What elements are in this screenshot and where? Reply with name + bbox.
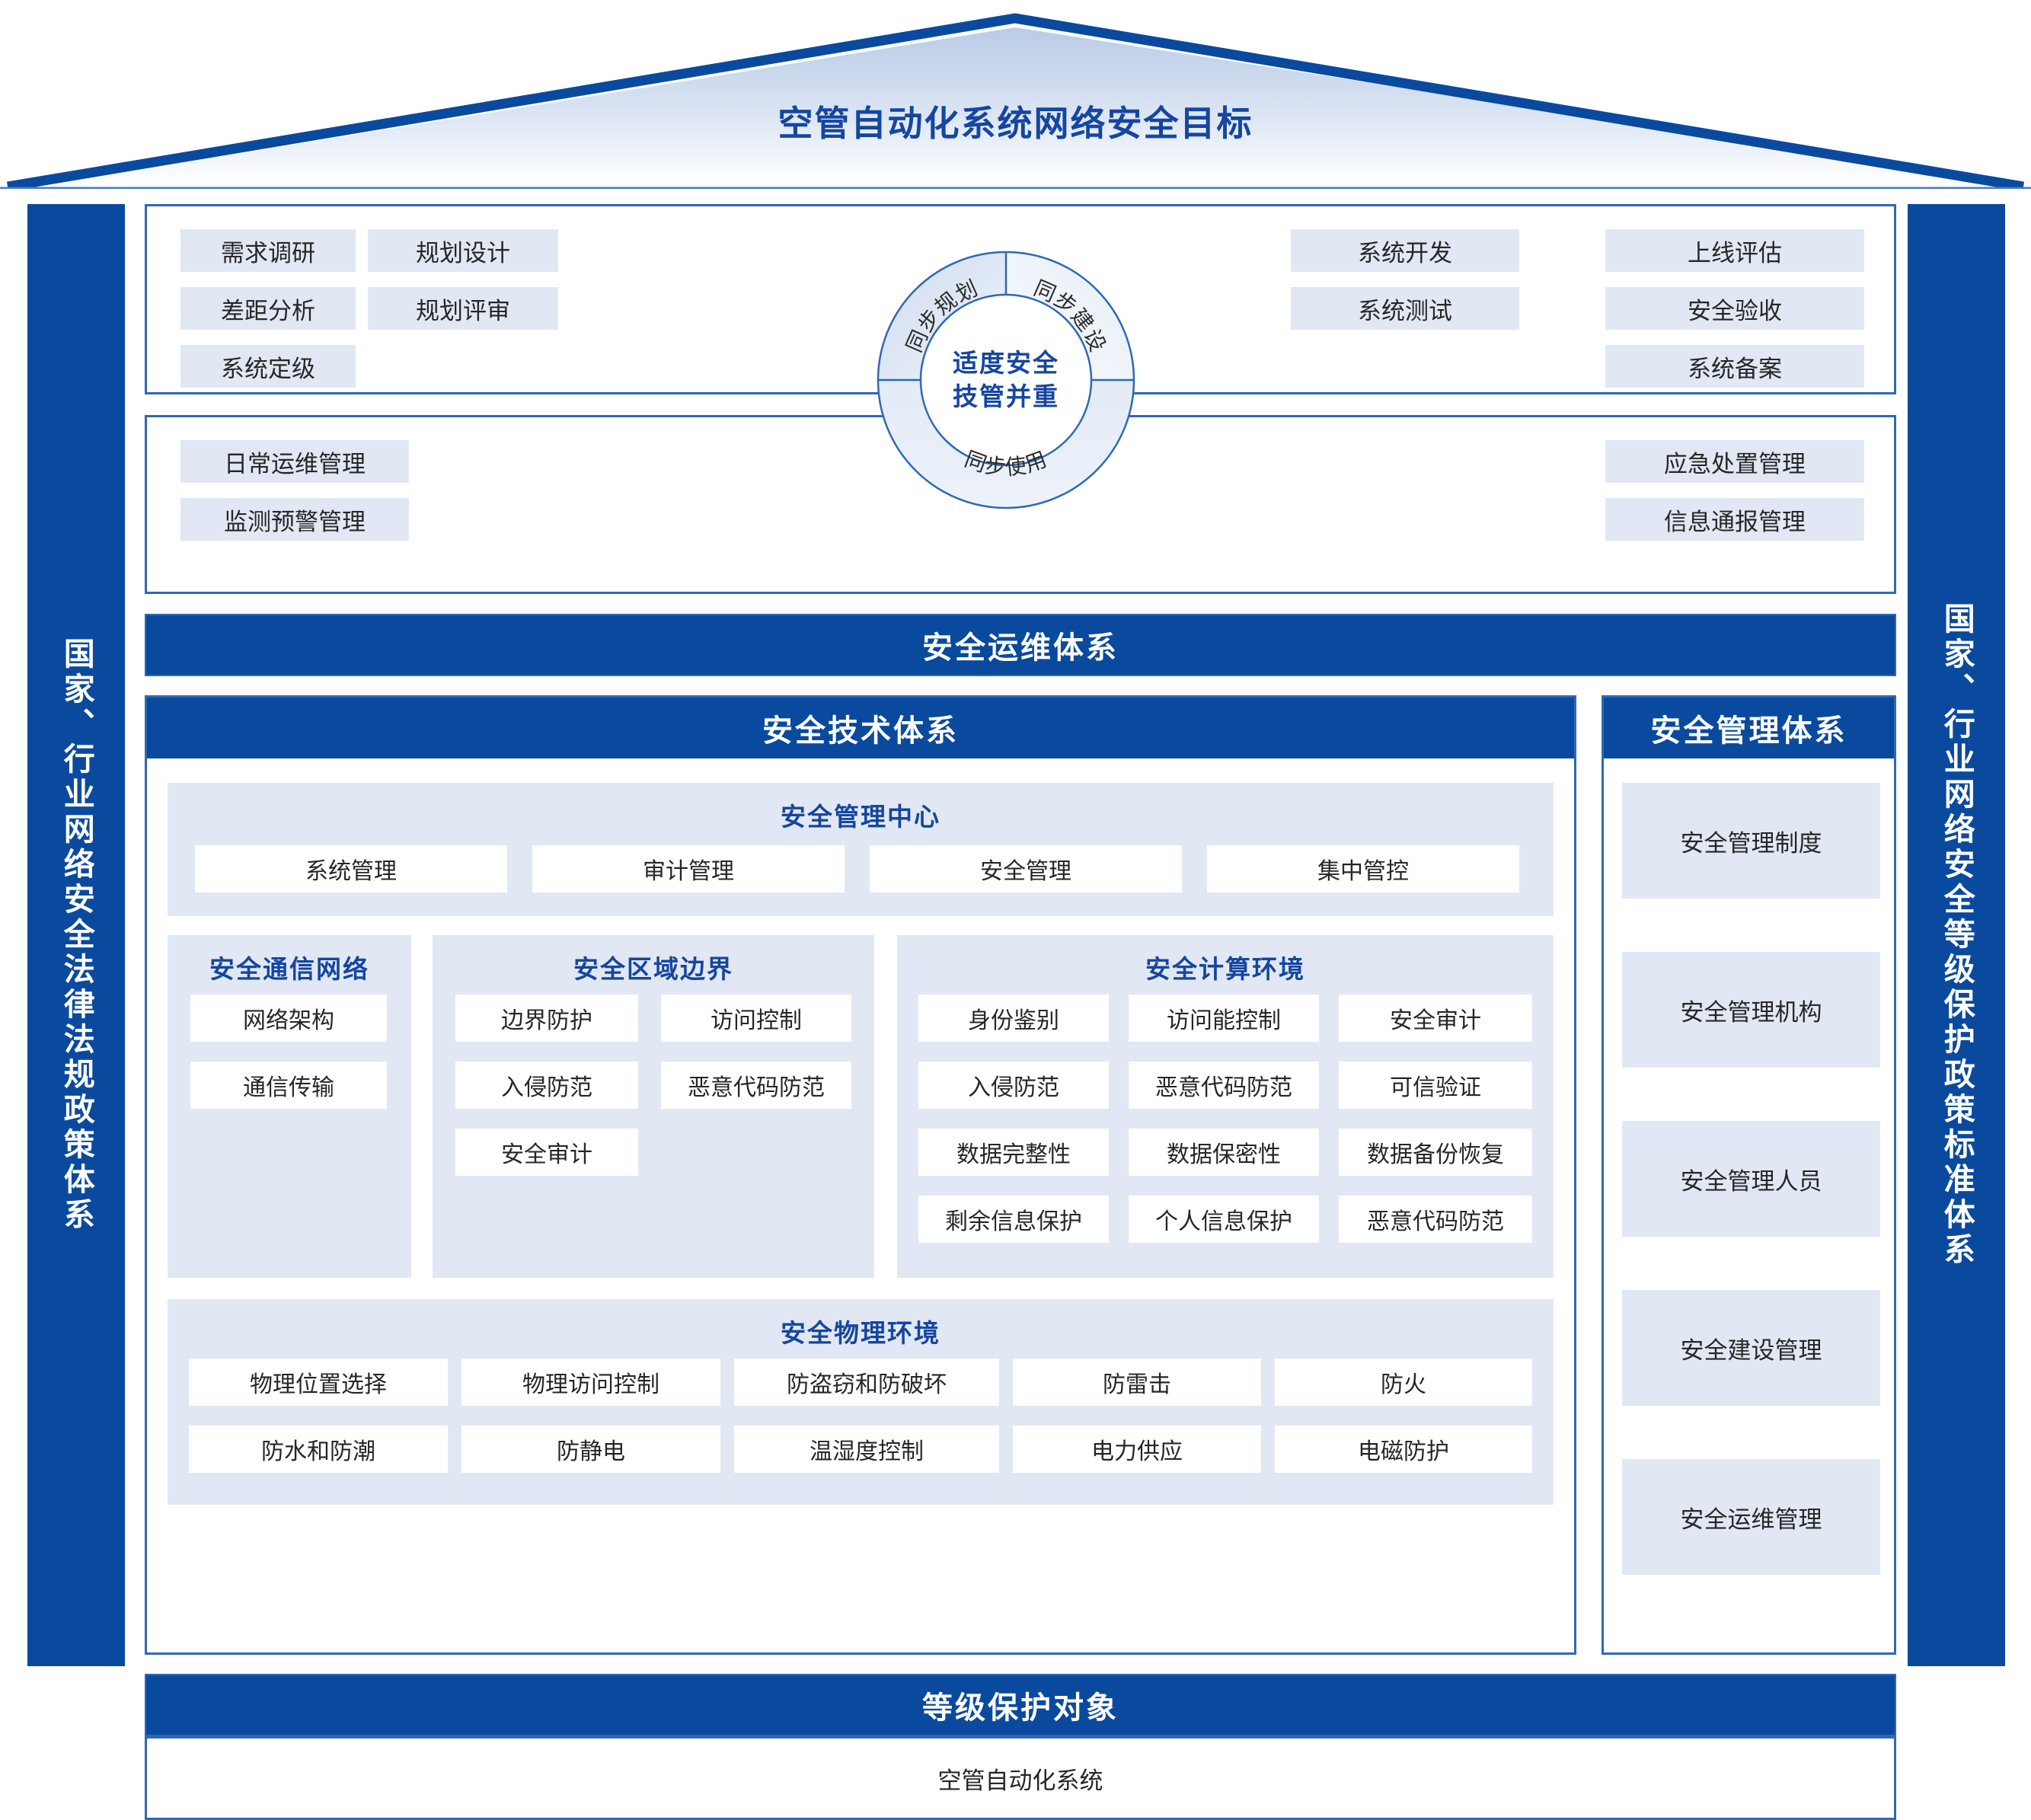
- tech-cell[interactable]: 访问控制: [661, 995, 851, 1042]
- lifecycle-chip[interactable]: 规划评审: [368, 287, 558, 330]
- group-title: 安全区域边界: [573, 955, 733, 983]
- roof-shape: 空管自动化系统网络安全目标: [0, 0, 2031, 189]
- tech-cell[interactable]: 防静电: [461, 1426, 720, 1473]
- group-title: 安全管理中心: [781, 803, 940, 831]
- tech-cell[interactable]: 身份鉴别: [918, 995, 1109, 1042]
- tech-cell[interactable]: 数据保密性: [1129, 1129, 1319, 1176]
- roof-svg: [0, 13, 2031, 189]
- tech-cell[interactable]: 入侵防范: [918, 1062, 1109, 1109]
- mgmt-chip[interactable]: 安全建设管理: [1622, 1290, 1880, 1406]
- tech-cell[interactable]: 物理访问控制: [461, 1359, 720, 1406]
- tech-cell[interactable]: 系统管理: [195, 845, 507, 892]
- tech-cell[interactable]: 访问能控制: [1129, 995, 1319, 1042]
- tech-cell[interactable]: 数据完整性: [918, 1129, 1109, 1176]
- technical-system-title: 安全技术体系: [147, 698, 1574, 758]
- tech-cell[interactable]: 物理位置选择: [189, 1359, 448, 1406]
- tech-cell[interactable]: 恶意代码防范: [1129, 1062, 1319, 1109]
- tech-cell[interactable]: 防火: [1275, 1359, 1532, 1406]
- lifecycle-chip[interactable]: 规划设计: [368, 229, 558, 272]
- protection-object-label: 空管自动化系统: [937, 1767, 1103, 1794]
- tech-cell[interactable]: 网络架构: [190, 995, 387, 1042]
- pillar-left-legal-framework: 国家、行业网络安全法律法规政策体系: [27, 204, 125, 1666]
- lifecycle-chip[interactable]: 系统开发: [1291, 229, 1519, 272]
- mgmt-chip[interactable]: 安全管理人员: [1622, 1121, 1880, 1237]
- tech-cell[interactable]: 集中管控: [1207, 845, 1519, 892]
- group-title: 安全通信网络: [209, 955, 369, 983]
- tech-cell[interactable]: 防水和防潮: [189, 1426, 448, 1473]
- mgmt-chip[interactable]: 安全管理机构: [1622, 952, 1880, 1068]
- tech-cell[interactable]: 温湿度控制: [734, 1426, 999, 1473]
- tech-cell[interactable]: 防盗窃和防破坏: [734, 1359, 999, 1406]
- lifecycle-chip[interactable]: 系统测试: [1291, 287, 1519, 330]
- tech-cell[interactable]: 数据备份恢复: [1339, 1129, 1532, 1176]
- synchronization-wheel: 同步规划 同步建设 同步使用 适度安全 技管并重: [877, 251, 1135, 509]
- tech-cell[interactable]: 电磁防护: [1275, 1426, 1532, 1473]
- tech-cell[interactable]: 入侵防范: [455, 1062, 638, 1109]
- ops-chip[interactable]: 应急处置管理: [1605, 440, 1864, 483]
- management-system-title: 安全管理体系: [1604, 698, 1894, 758]
- group-communication-network: 安全通信网络 网络架构 通信传输: [168, 935, 411, 1278]
- tech-cell[interactable]: 剩余信息保护: [918, 1196, 1109, 1243]
- group-management-center: 安全管理中心 系统管理 审计管理 安全管理 集中管控: [168, 783, 1554, 916]
- lifecycle-panel: 需求调研 差距分析 系统定级 规划设计 规划评审 系统开发 系统测试 上线评估 …: [145, 204, 1896, 394]
- group-area-boundary: 安全区域边界 边界防护 访问控制 入侵防范 恶意代码防范 安全审计: [433, 935, 874, 1278]
- tech-cell[interactable]: 电力供应: [1013, 1426, 1261, 1473]
- group-physical-environment: 安全物理环境 物理位置选择 物理访问控制 防盗窃和防破坏 防雷击 防火 防水和防…: [168, 1299, 1554, 1505]
- ops-chip[interactable]: 监测预警管理: [180, 498, 409, 541]
- ops-chip[interactable]: 信息通报管理: [1605, 498, 1864, 541]
- band-security-operations: 安全运维体系: [145, 614, 1896, 676]
- lifecycle-chip[interactable]: 安全验收: [1605, 287, 1864, 330]
- protection-object-panel: 空管自动化系统: [145, 1736, 1896, 1820]
- tech-cell[interactable]: 恶意代码防范: [661, 1062, 851, 1109]
- lifecycle-chip[interactable]: 上线评估: [1605, 229, 1864, 272]
- lifecycle-chip[interactable]: 差距分析: [180, 287, 356, 330]
- wheel-svg: 同步规划 同步建设 同步使用: [877, 251, 1135, 509]
- tech-cell[interactable]: 通信传输: [190, 1062, 387, 1109]
- lifecycle-chip[interactable]: 系统定级: [180, 345, 356, 388]
- operations-panel: 日常运维管理 监测预警管理 应急处置管理 信息通报管理: [145, 415, 1896, 594]
- tech-cell[interactable]: 防雷击: [1013, 1359, 1261, 1406]
- management-system-panel: 安全管理体系 安全管理制度 安全管理机构 安全管理人员 安全建设管理 安全运维管…: [1601, 695, 1896, 1655]
- pillar-right-mlps-framework: 国家、行业网络安全等级保护政策标准体系: [1908, 204, 2005, 1666]
- tech-cell[interactable]: 安全管理: [870, 845, 1182, 892]
- technical-system-panel: 安全技术体系 安全管理中心 系统管理 审计管理 安全管理 集中管控 安全通信网络…: [145, 695, 1576, 1655]
- tech-cell[interactable]: 可信验证: [1339, 1062, 1532, 1109]
- group-title: 安全计算环境: [1145, 955, 1305, 983]
- group-title: 安全物理环境: [781, 1319, 940, 1347]
- lifecycle-chip[interactable]: 需求调研: [180, 229, 356, 272]
- tech-cell[interactable]: 审计管理: [532, 845, 845, 892]
- page-title: 空管自动化系统网络安全目标: [778, 104, 1253, 143]
- ops-chip[interactable]: 日常运维管理: [180, 440, 409, 483]
- tech-cell[interactable]: 个人信息保护: [1129, 1196, 1319, 1243]
- mgmt-chip[interactable]: 安全运维管理: [1622, 1459, 1880, 1575]
- lifecycle-chip[interactable]: 系统备案: [1605, 345, 1864, 388]
- tech-cell[interactable]: 边界防护: [455, 995, 638, 1042]
- group-computing-environment: 安全计算环境 身份鉴别 访问能控制 安全审计 入侵防范 恶意代码防范 可信验证 …: [897, 935, 1554, 1278]
- tech-cell[interactable]: 安全审计: [455, 1129, 638, 1176]
- band-protection-object: 等级保护对象: [145, 1674, 1896, 1736]
- mgmt-chip[interactable]: 安全管理制度: [1622, 783, 1880, 899]
- tech-cell[interactable]: 安全审计: [1339, 995, 1532, 1042]
- tech-cell[interactable]: 恶意代码防范: [1339, 1196, 1532, 1243]
